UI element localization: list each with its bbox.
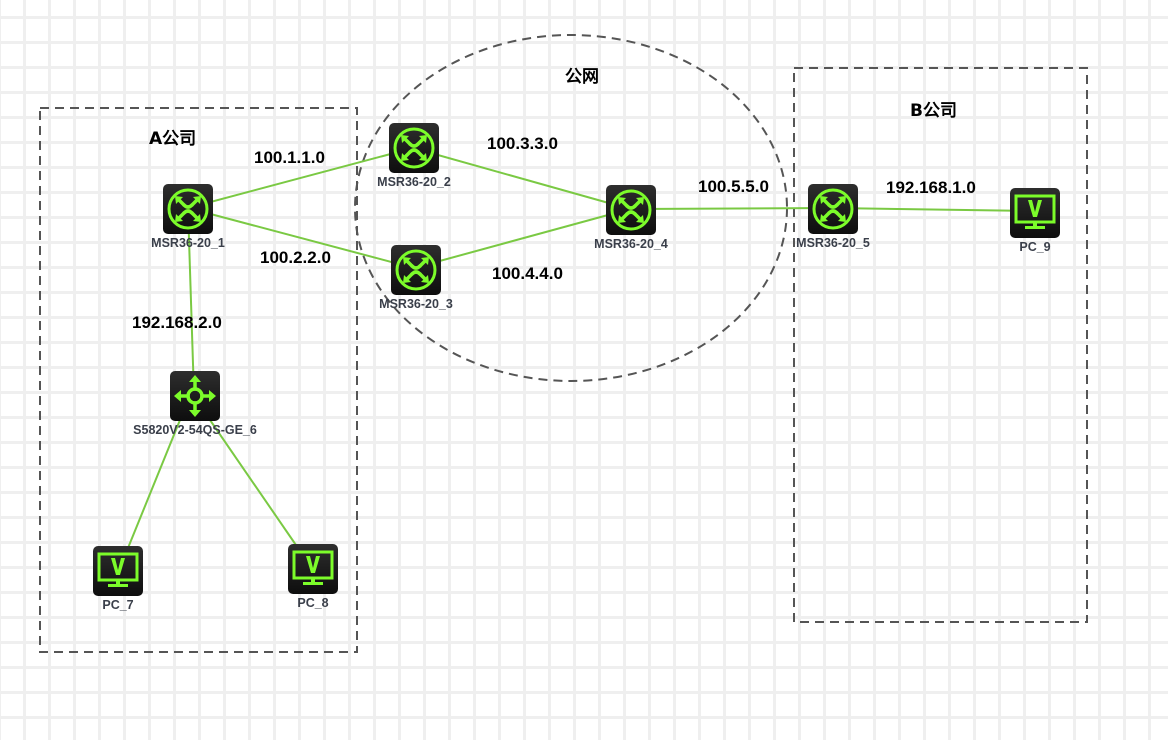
link-r5-pc9[interactable] <box>832 207 1036 212</box>
network-label-100-3-3-0: 100.3.3.0 <box>487 134 558 153</box>
device-label: MSR36-20_4 <box>594 237 668 251</box>
router-icon <box>391 245 441 295</box>
network-label-100-5-5-0: 100.5.5.0 <box>698 177 769 196</box>
router-icon <box>163 184 213 234</box>
device-msr36-20-2[interactable]: MSR36-20_2 <box>377 123 451 189</box>
link-r3-r4[interactable] <box>413 208 631 269</box>
link-r1-r3[interactable] <box>187 207 415 269</box>
device-label: PC_7 <box>102 598 134 612</box>
device-msr36-20-5[interactable]: MSR36-20_5 <box>796 184 870 250</box>
device-msr36-20-4[interactable]: MSR36-20_4 <box>594 185 668 251</box>
switch-icon <box>170 371 220 421</box>
link-r1-sw6[interactable] <box>187 207 195 396</box>
pc-icon <box>1010 188 1060 238</box>
device-pc-7[interactable]: PC_7 <box>93 546 143 612</box>
region-title-company-a: A公司 <box>149 129 197 149</box>
pc-icon <box>93 546 143 596</box>
region-title-public-net: 公网 <box>565 67 599 87</box>
device-msr36-20-3[interactable]: MSR36-20_3 <box>379 245 453 311</box>
device-pc-8[interactable]: PC_8 <box>288 544 338 610</box>
router-icon <box>606 185 656 235</box>
device-msr36-20-1[interactable]: MSR36-20_1 <box>151 184 225 250</box>
device-label: PC_8 <box>297 596 329 610</box>
link-sw6-pc7[interactable] <box>127 419 181 549</box>
device-label: MSR36-20_2 <box>377 175 451 189</box>
region-company-a-boundary <box>39 107 358 653</box>
device-label: MSR36-20_1 <box>151 236 225 250</box>
pc-icon <box>288 544 338 594</box>
region-company-b-boundary <box>793 67 1088 623</box>
network-label-100-2-2-0: 100.2.2.0 <box>260 248 331 267</box>
device-s5820v2-54qs-ge-6[interactable]: S5820V2-54QS-GE_6 <box>133 371 257 437</box>
router-icon <box>808 184 858 234</box>
device-pc-9[interactable]: PC_9 <box>1010 188 1060 254</box>
router-icon <box>389 123 439 173</box>
link-r2-r4[interactable] <box>412 147 631 210</box>
network-label-100-1-1-0: 100.1.1.0 <box>254 148 325 167</box>
device-label: PC_9 <box>1019 240 1051 254</box>
network-label-192-168-1-0: 192.168.1.0 <box>886 178 976 197</box>
network-label-192-168-2-0: 192.168.2.0 <box>132 313 222 332</box>
link-sw6-pc8[interactable] <box>209 419 299 549</box>
link-r1-r2[interactable] <box>187 147 414 209</box>
network-label-100-4-4-0: 100.4.4.0 <box>492 264 563 283</box>
region-title-company-b: B公司 <box>910 101 957 121</box>
link-r4-r5[interactable] <box>629 207 834 210</box>
device-label: MSR36-20_5 <box>796 236 870 250</box>
device-label: MSR36-20_3 <box>379 297 453 311</box>
device-label: S5820V2-54QS-GE_6 <box>133 423 257 437</box>
